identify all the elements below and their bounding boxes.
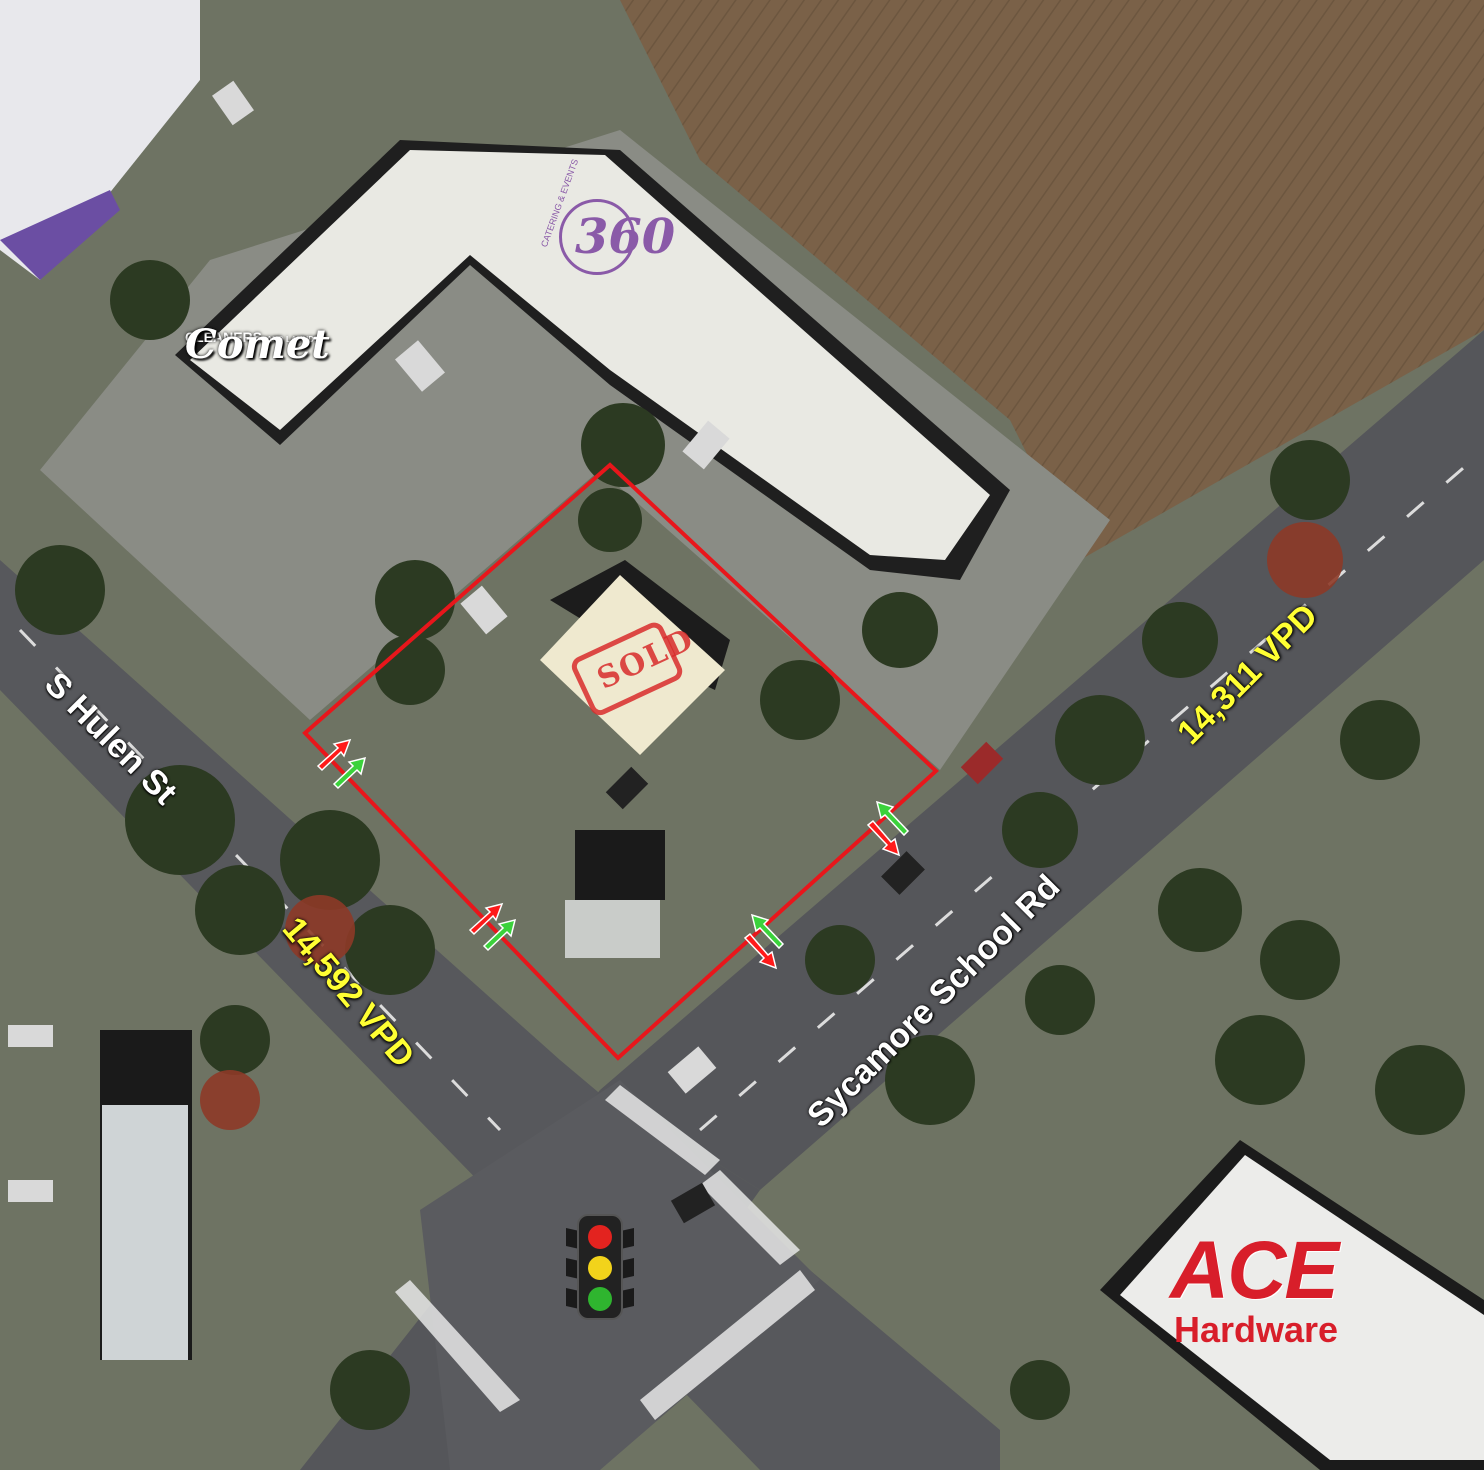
canopy-shadow — [575, 830, 665, 900]
building-southwest — [102, 1105, 188, 1360]
crosswalks — [395, 1085, 815, 1420]
site-boundary — [302, 462, 939, 1061]
access-arrows-east — [866, 800, 910, 857]
access-arrows-west — [316, 738, 367, 790]
access-arrows-southeast — [743, 913, 785, 970]
catering-360-logo: CATERING & EVENTS 360 — [539, 158, 705, 275]
comet-logo-sub2: AND LAUNDRY — [266, 335, 325, 344]
ace-logo-name: ACE — [1170, 1225, 1339, 1316]
access-arrows-southwest — [468, 902, 517, 952]
shopping-center-roof — [190, 150, 990, 560]
comet-logo-name: Comet — [185, 321, 330, 368]
catering-number: 360 — [575, 209, 676, 265]
ace-hardware-logo: ACE Hardware — [1170, 1225, 1339, 1350]
parked-cars — [8, 80, 730, 1202]
comet-cleaners-logo: Comet CLEANERS AND LAUNDRY — [185, 325, 330, 365]
building-northwest — [0, 0, 200, 280]
comet-logo-sub: CLEANERS — [185, 329, 263, 345]
traffic-light-icon — [566, 1214, 634, 1320]
ace-logo-sub: Hardware — [1174, 1309, 1339, 1350]
ace-building-roof — [1120, 1155, 1484, 1460]
subject-building-roof — [540, 575, 725, 755]
sold-stamp — [571, 622, 683, 716]
